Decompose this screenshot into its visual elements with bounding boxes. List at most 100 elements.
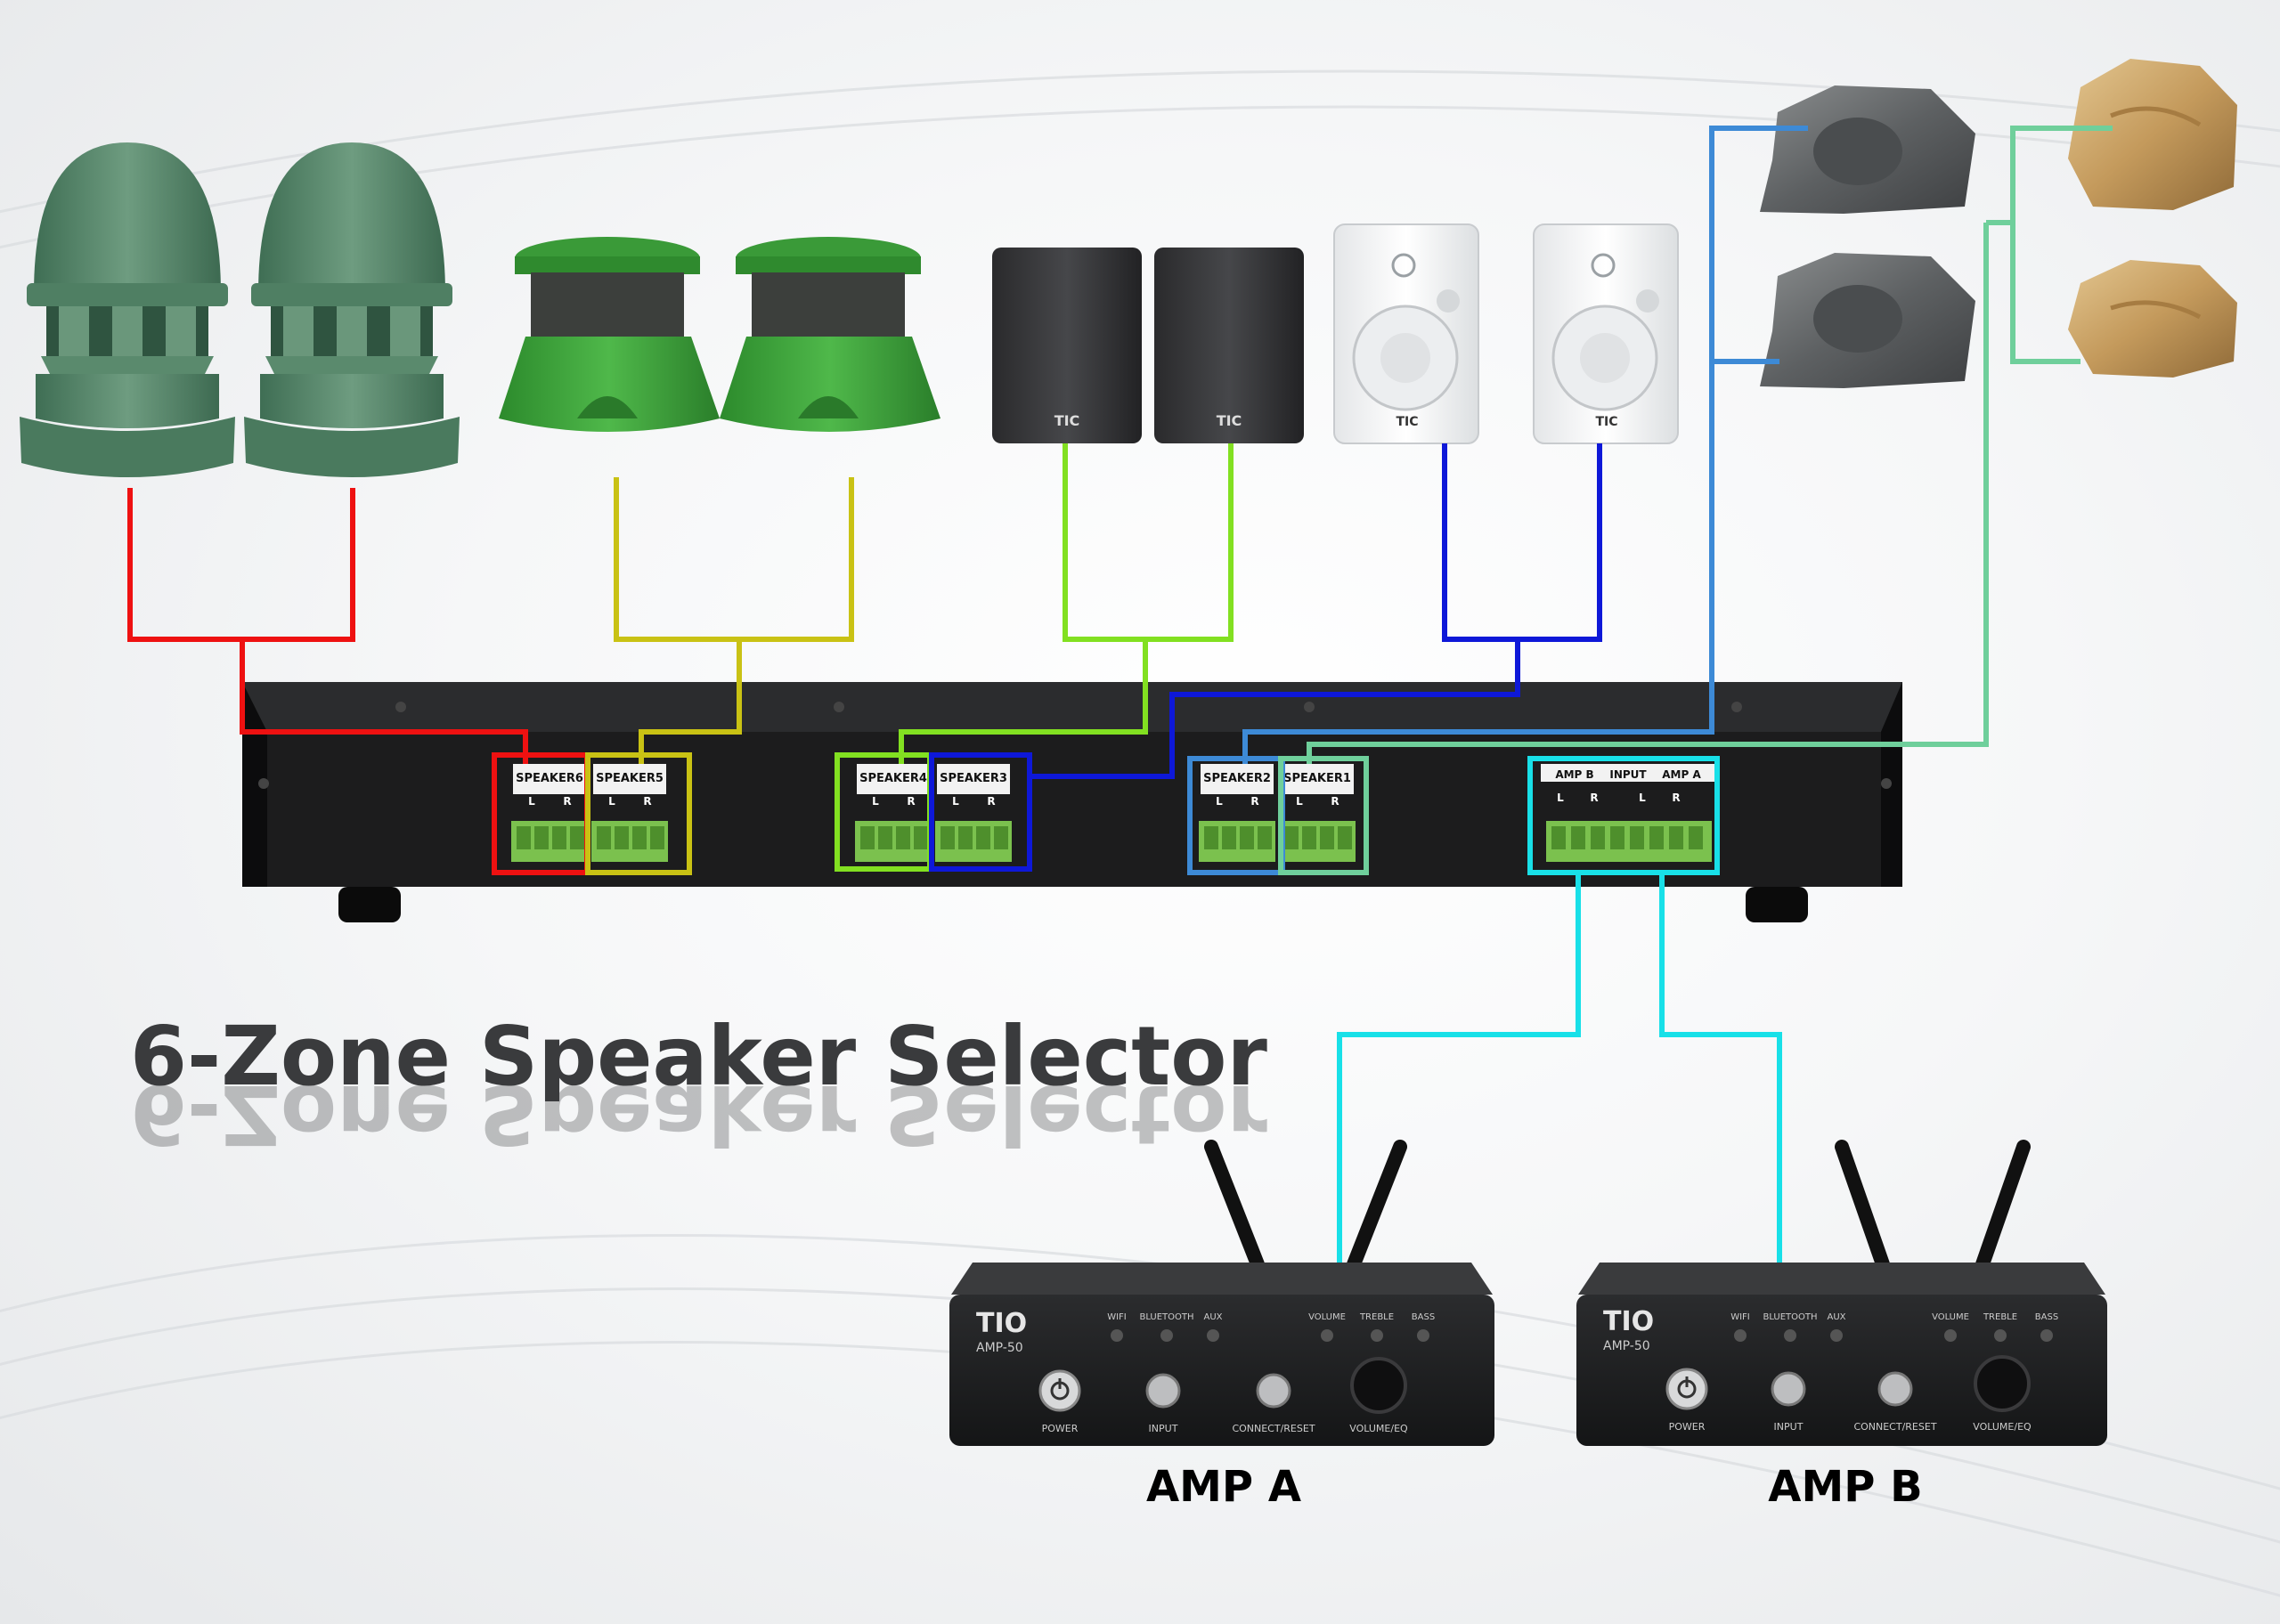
zone3-highlight [929, 752, 1032, 872]
terminal-label: SPEAKER6 [516, 772, 583, 785]
channel-right-label: R [987, 795, 995, 808]
amp-model: AMP-50 [976, 1341, 1023, 1355]
indicator-label: BLUETOOTH [1139, 1312, 1193, 1322]
channel-right-label: R [907, 795, 915, 808]
terminal-block-speaker4: SPEAKER4 L R [855, 764, 932, 862]
wire-zone5-feed [639, 639, 742, 764]
speaker-pair-zone6 [20, 142, 460, 477]
terminal-block-speaker1: SPEAKER1 L R [1279, 764, 1356, 862]
white-wall-speaker-right: TIC [1533, 223, 1679, 444]
wire-input [1337, 756, 1782, 1275]
channel-right-label: R [1250, 795, 1258, 808]
wire-zone5 [585, 477, 854, 875]
power-button[interactable] [1038, 1369, 1081, 1412]
volume-knob[interactable] [1350, 1357, 1407, 1414]
channel-right-label: R [1590, 792, 1598, 804]
button-label: POWER [1669, 1421, 1706, 1433]
eq-label: TREBLE [1359, 1312, 1394, 1322]
wire-zone3-line [1442, 443, 1602, 642]
channel-left-label: L [952, 795, 959, 808]
channel-left-label: L [1557, 792, 1564, 804]
sandstone-rock-speaker-top [2068, 59, 2237, 210]
indicator-label: WIFI [1107, 1312, 1127, 1322]
input-button[interactable] [1145, 1373, 1181, 1409]
wire-zone1-line [2010, 126, 2113, 364]
channel-right-label: R [563, 795, 571, 808]
wire-zone6-line [127, 488, 355, 642]
terminal-block-speaker2: SPEAKER2 L R [1199, 764, 1275, 862]
speaker-pair-zone1 [2068, 59, 2237, 378]
amplifier-a: TIO AMP-50 WIFI BLUETOOTH AUX VOLUME TRE… [949, 1140, 1494, 1512]
speaker-selector-unit [242, 682, 1902, 922]
brand-logo: TIC [1217, 412, 1242, 429]
input-button[interactable] [1771, 1371, 1806, 1407]
eq-label: VOLUME [1932, 1312, 1969, 1322]
amp-brand: TIO [1603, 1306, 1654, 1337]
indicator-label: WIFI [1730, 1312, 1750, 1322]
wire-zone4-feed [899, 639, 1148, 764]
page-title: 6-Zone Speaker Selector [130, 1009, 1267, 1104]
white-wall-speaker-left: TIC [1333, 223, 1479, 444]
wire-zone2-line [1709, 126, 1808, 364]
terminal-label: SPEAKER5 [596, 772, 664, 785]
brand-logo: TIC [1595, 415, 1617, 429]
outdoor-360-speaker-left [20, 142, 235, 477]
outdoor-360-speaker-right [244, 142, 460, 477]
sandstone-rock-speaker-bottom [2068, 260, 2237, 378]
connect-reset-button[interactable] [1877, 1371, 1913, 1407]
eq-label: BASS [1412, 1312, 1435, 1322]
wire-amp-b [1659, 873, 1782, 1275]
button-label: CONNECT/RESET [1232, 1423, 1315, 1434]
wiring [127, 126, 2113, 1275]
terminal-label: SPEAKER2 [1203, 772, 1271, 785]
wire-amp-a [1337, 873, 1581, 1275]
in-ground-speaker-right [720, 237, 940, 432]
channel-left-label: L [608, 795, 615, 808]
button-label: CONNECT/RESET [1853, 1421, 1936, 1433]
eq-label: BASS [2035, 1312, 2058, 1322]
connect-reset-button[interactable] [1256, 1373, 1291, 1409]
channel-left-label: L [1216, 795, 1223, 808]
amplifier-b: TIO AMP-50 WIFI BLUETOOTH AUX VOLUME TRE… [1576, 1140, 2107, 1512]
terminal-block-input: AMP B INPUT AMP A L R L R [1541, 764, 1715, 862]
input-amp-a-label: AMP A [1662, 768, 1701, 781]
speaker-pair-zone4: TIC TIC [992, 248, 1304, 443]
terminal-label: SPEAKER1 [1283, 772, 1351, 785]
terminal-label: SPEAKER3 [940, 772, 1007, 785]
wire-zone2-feed [1242, 361, 1714, 764]
brand-logo: TIC [1396, 415, 1418, 429]
input-label: INPUT [1609, 768, 1647, 781]
power-button[interactable] [1665, 1368, 1708, 1410]
channel-right-label: R [643, 795, 651, 808]
wire-zone4-line [1063, 443, 1234, 642]
speaker-pair-zone3: TIC TIC [1333, 223, 1679, 444]
page-title-reflection-text: 6-Zone Speaker Selector [130, 1067, 1267, 1162]
wire-zone6-feed [240, 639, 528, 764]
wire-zone1 [1278, 126, 2113, 875]
in-ground-speaker-left [499, 237, 720, 432]
amp-brand: TIO [976, 1308, 1027, 1339]
terminal-label: SPEAKER4 [859, 772, 927, 785]
wire-zone3 [929, 443, 1602, 872]
input-amp-b-label: AMP B [1555, 768, 1593, 781]
volume-knob[interactable] [1974, 1355, 2031, 1412]
button-label: INPUT [1149, 1423, 1178, 1434]
channel-left-label: L [1296, 795, 1303, 808]
channel-right-label: R [1331, 795, 1339, 808]
channel-left-label: L [872, 795, 879, 808]
indicator-label: AUX [1827, 1312, 1845, 1322]
terminal-block-speaker5: SPEAKER5 L R [591, 764, 668, 862]
button-label: POWER [1042, 1423, 1079, 1434]
indicator-label: BLUETOOTH [1763, 1312, 1817, 1322]
terminal-block-speaker3: SPEAKER3 L R [935, 764, 1012, 862]
amp-model: AMP-50 [1603, 1339, 1650, 1353]
indicator-label: AUX [1203, 1312, 1222, 1322]
knob-label: VOLUME/EQ [1973, 1421, 2032, 1433]
black-wall-speaker-right: TIC [1154, 248, 1304, 443]
knob-label: VOLUME/EQ [1349, 1423, 1408, 1434]
speaker-pair-zone2 [1760, 85, 1975, 388]
page-title-reflection: 6-Zone Speaker Selector [130, 1067, 1267, 1162]
terminal-block-speaker6: SPEAKER6 L R [511, 764, 588, 862]
amp-b-label: AMP B [1768, 1462, 1922, 1512]
